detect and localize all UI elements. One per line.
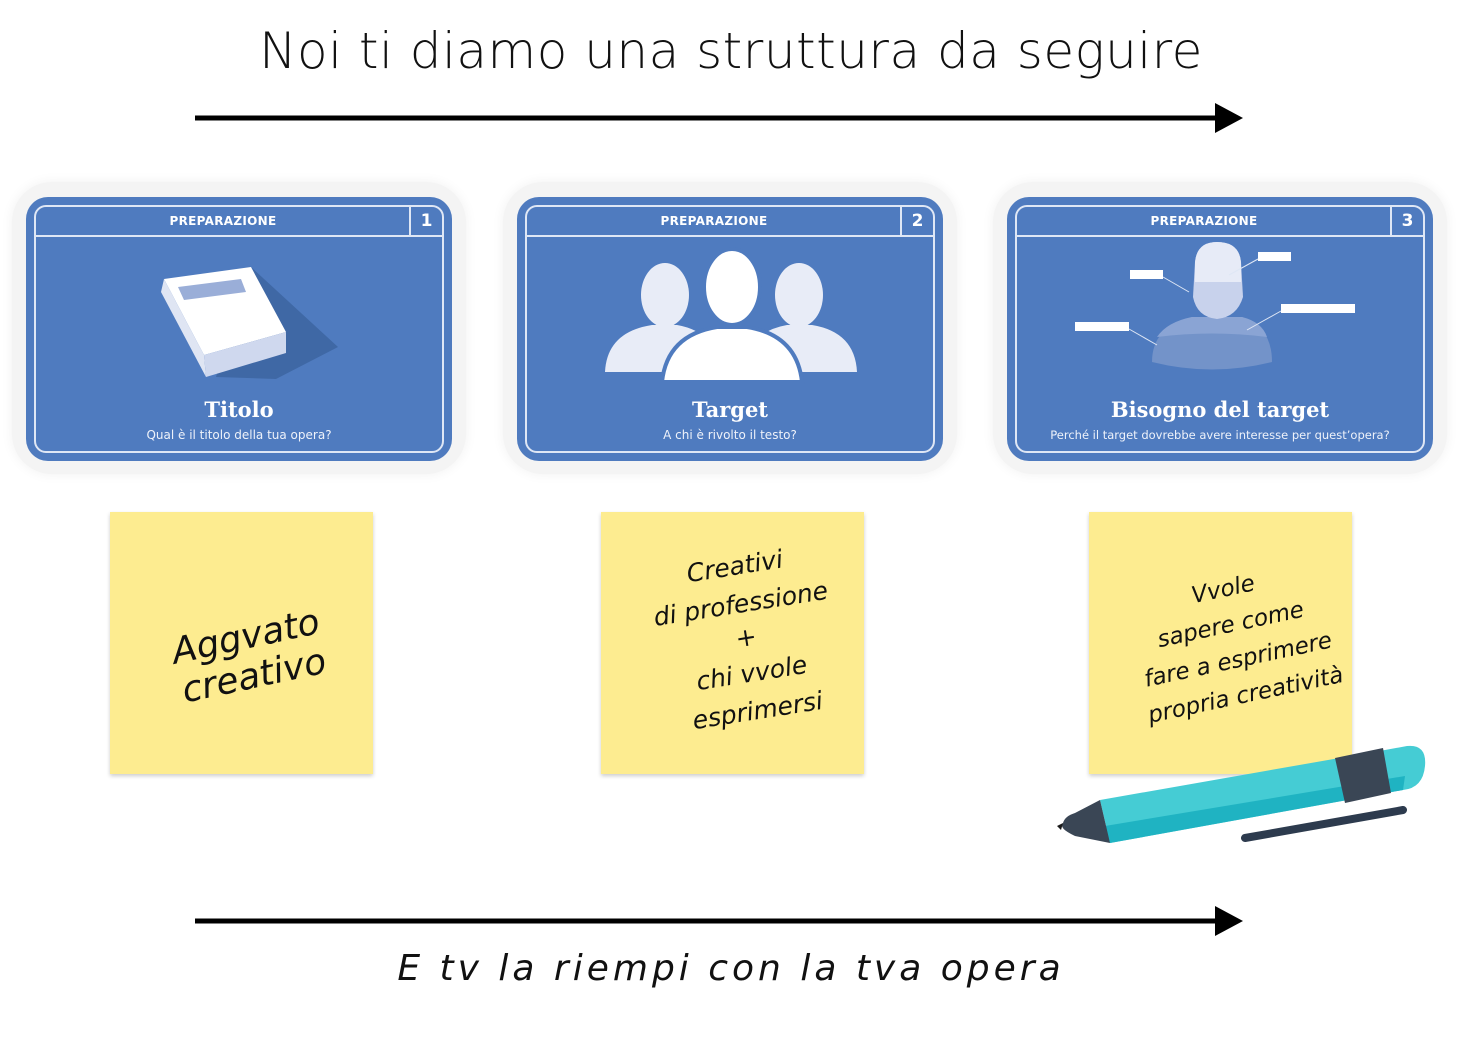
card-number: 3 <box>1390 207 1423 235</box>
card-number: 2 <box>900 207 933 235</box>
card-number: 1 <box>409 207 442 235</box>
sticky-note-titolo: Aggvato creativo <box>110 512 373 774</box>
card-subtitle: A chi è rivolto il testo? <box>663 428 797 442</box>
people-icon <box>605 247 857 384</box>
card-subtitle: Qual è il titolo della tua opera? <box>146 428 332 442</box>
footer-caption: E tv la riempi con la tva opera <box>397 948 1065 989</box>
sticky-note-target: Creativi di professione + chi vvole espr… <box>601 512 864 774</box>
card-category: PREPARAZIONE <box>1150 214 1258 228</box>
sticky-note-bisogno: Vvole sapere come fare a esprimere propr… <box>1089 512 1352 774</box>
card-bisogno: PREPARAZIONE 3 Bisogno del target Perché … <box>993 182 1447 474</box>
card-title: Target <box>691 397 769 422</box>
book-icon <box>161 267 338 379</box>
card-category: PREPARAZIONE <box>660 214 768 228</box>
card-category: PREPARAZIONE <box>169 214 277 228</box>
bottom-arrow <box>195 906 1243 936</box>
person-labels-icon <box>1075 242 1355 370</box>
card-title: Titolo <box>204 397 274 422</box>
marker-pen-icon <box>1057 745 1426 843</box>
page-title: Noi ti diamo una struttura da seguire <box>259 22 1203 80</box>
card-target: PREPARAZIONE 2 Target A chi è rivolto il … <box>503 182 957 474</box>
card-subtitle: Perché il target dovrebbe avere interess… <box>1050 428 1390 442</box>
card-title: Bisogno del target <box>1110 397 1330 422</box>
top-arrow <box>195 103 1243 133</box>
card-titolo: PREPARAZIONE 1 Titolo Qual è il titolo de… <box>12 182 466 474</box>
